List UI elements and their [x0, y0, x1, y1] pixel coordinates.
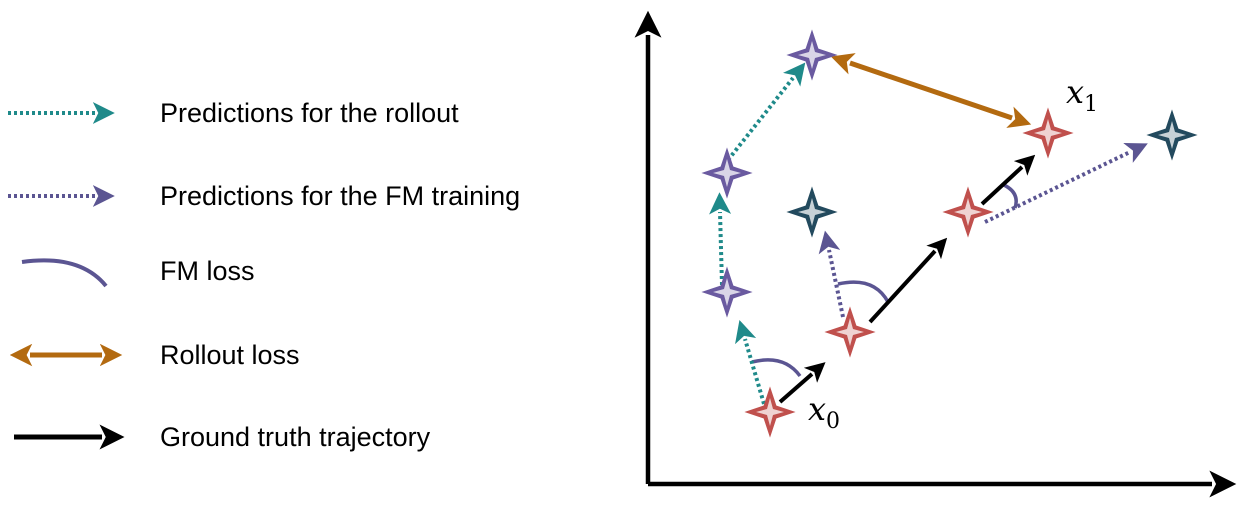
point-labels: x0 x1: [808, 73, 1098, 434]
legend-label-rollout-predictions: Predictions for the rollout: [160, 98, 459, 128]
fm-loss-arc: [751, 358, 802, 378]
legend-item-rollout-loss: Rollout loss: [9, 340, 300, 370]
legend-label-fm-loss: FM loss: [160, 256, 255, 286]
fm-loss-arc-icon: [21, 258, 108, 288]
ground-truth-arrow: [868, 237, 948, 324]
fm-training-predictions: [818, 143, 1148, 318]
legend-item-ground-truth: Ground truth trajectory: [14, 422, 431, 452]
axes: [634, 10, 1237, 498]
rollout-prediction-arrow: [726, 62, 806, 162]
rollout-predictions: [709, 62, 806, 405]
fm-prediction-star-highlight: [1158, 121, 1186, 149]
ground-truth-star-x1-highlight: [1034, 119, 1062, 147]
ground-truth-arrow: [778, 362, 826, 404]
ground-truth-star-highlight: [954, 198, 982, 226]
rollout-star-highlight: [713, 278, 741, 306]
legend-label-ground-truth: Ground truth trajectory: [160, 422, 431, 452]
ground-truth-star-highlight: [836, 318, 864, 346]
legend-label-fm-training-predictions: Predictions for the FM training: [160, 181, 520, 211]
legend-item-fm-loss: FM loss: [21, 256, 255, 288]
rollout-loss: [830, 53, 1032, 128]
legend: Predictions for the rollout Predictions …: [8, 98, 520, 452]
trajectory-points: [701, 29, 1198, 438]
ground-truth-arrow: [980, 154, 1036, 206]
ground-truth-trajectory: [778, 154, 1036, 404]
fm-prediction-arrow: [984, 143, 1148, 224]
rollout-star-highlight: [713, 159, 741, 187]
x1-label: x1: [1066, 73, 1098, 117]
x0-label: x0: [808, 390, 840, 434]
fm-loss-arc: [837, 280, 890, 303]
rollout-star-highlight: [798, 41, 826, 69]
legend-label-rollout-loss: Rollout loss: [160, 340, 300, 370]
ground-truth-star-x0-highlight: [756, 398, 784, 426]
legend-item-rollout-predictions: Predictions for the rollout: [8, 98, 459, 128]
rollout-loss-arrow: [830, 53, 1032, 128]
fm-loss-arcs: [751, 183, 1018, 378]
fm-loss-arc: [1003, 183, 1018, 209]
legend-item-fm-training-predictions: Predictions for the FM training: [8, 181, 520, 211]
rollout-prediction-arrow: [735, 319, 766, 405]
fm-prediction-star-highlight: [798, 198, 826, 226]
rollout-prediction-arrow: [709, 192, 732, 286]
